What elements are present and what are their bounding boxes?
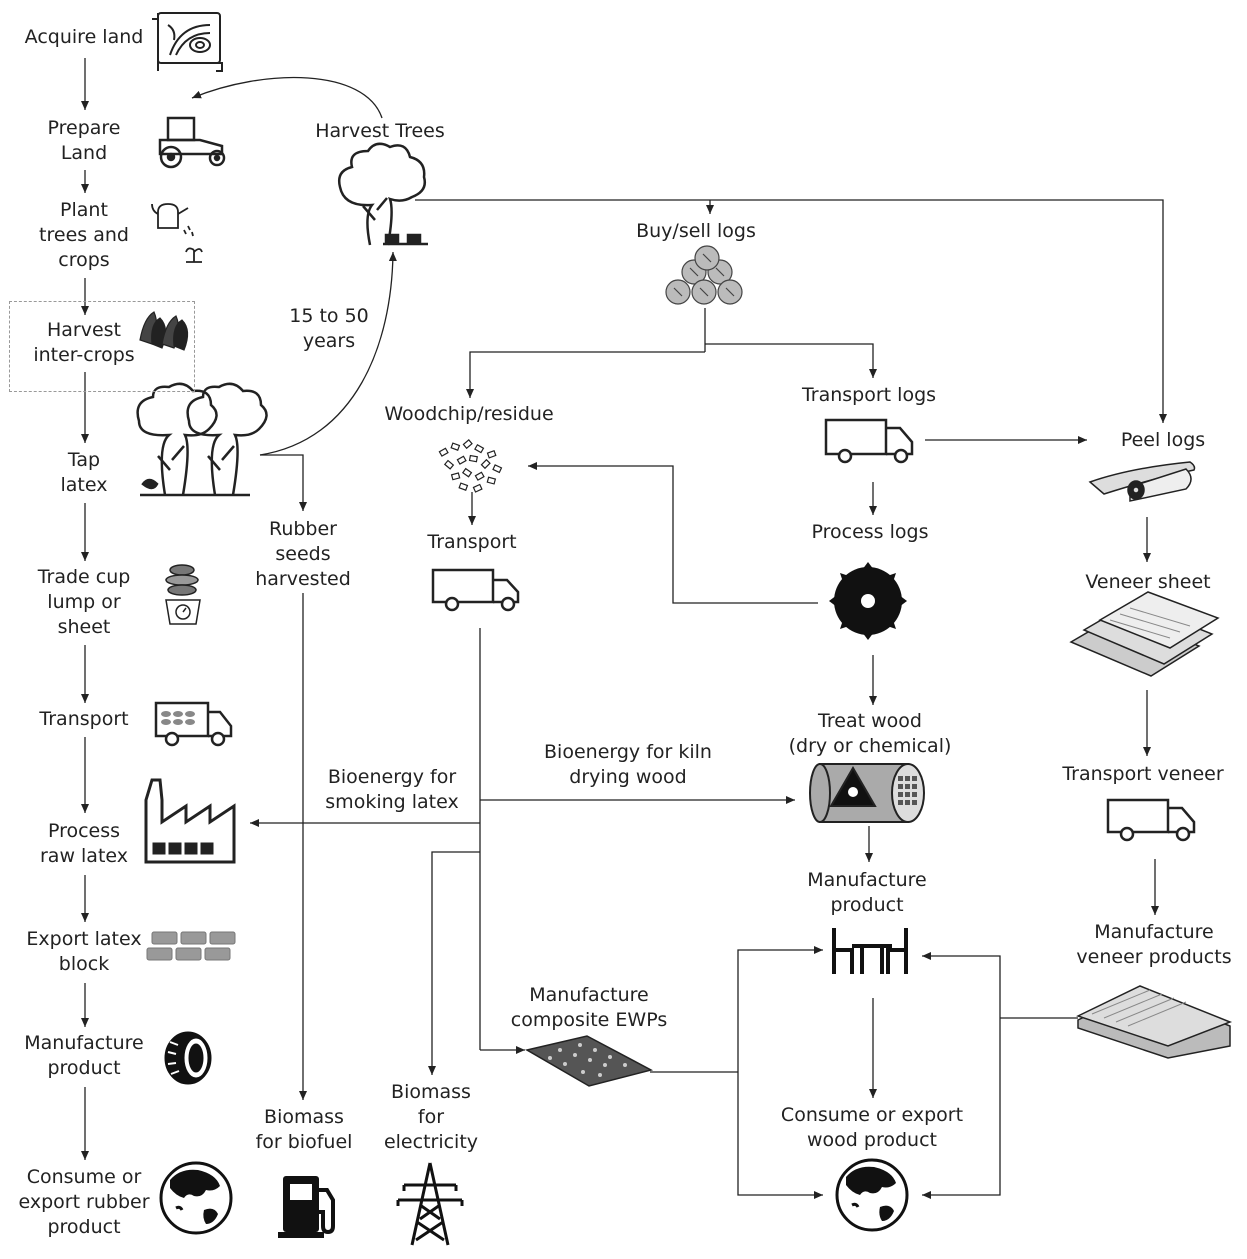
latex-blocks-icon bbox=[146, 931, 236, 961]
treat-wood-label: Treat wood (dry or chemical) bbox=[788, 710, 952, 757]
truck-icon bbox=[1106, 798, 1196, 842]
globe-icon bbox=[835, 1158, 909, 1232]
process-raw-latex-label: Process raw latex bbox=[39, 820, 129, 867]
fuel-pump-icon bbox=[278, 1176, 335, 1238]
tractor-icon bbox=[158, 116, 226, 169]
consume-export-wood-label: Consume or export wood product bbox=[780, 1104, 964, 1151]
harvest-intercrops-box bbox=[9, 301, 195, 392]
peeled-log-icon bbox=[1088, 461, 1196, 502]
years-label: 15 to 50 years bbox=[289, 305, 369, 352]
corn-icon bbox=[139, 311, 189, 351]
pylon-icon bbox=[396, 1162, 464, 1246]
woodchip-residue-label: Woodchip/residue bbox=[384, 403, 554, 425]
woodchip-icon bbox=[438, 439, 503, 493]
watering-can-icon bbox=[151, 203, 203, 263]
biomass-biofuel-label: Biomass for biofuel bbox=[255, 1106, 353, 1153]
saw-blade-icon bbox=[829, 562, 907, 640]
rubber-trees-icon bbox=[136, 382, 268, 497]
peel-logs-label: Peel logs bbox=[1120, 429, 1206, 451]
export-latex-block-label: Export latex block bbox=[26, 928, 142, 975]
truck-icon bbox=[431, 568, 520, 612]
latex-truck-icon bbox=[154, 701, 233, 747]
globe-icon bbox=[159, 1161, 233, 1235]
weighing-scale-icon bbox=[165, 564, 201, 625]
connectors bbox=[81, 58, 1167, 1199]
transport-veneer-label: Transport veneer bbox=[1062, 763, 1224, 785]
transport-logs-label: Transport logs bbox=[801, 384, 937, 406]
manufacture-product-wood-label: Manufacture product bbox=[807, 869, 927, 916]
tap-latex-label: Tap latex bbox=[60, 449, 108, 496]
manufacture-composite-label: Manufacture composite EWPs bbox=[510, 984, 668, 1031]
plant-trees-label: Plant trees and crops bbox=[39, 199, 129, 271]
transport-chips-label: Transport bbox=[427, 531, 517, 553]
bioenergy-kiln-label: Bioenergy for kiln drying wood bbox=[544, 741, 712, 788]
bioenergy-smoking-label: Bioenergy for smoking latex bbox=[325, 766, 459, 813]
acquire-land-label: Acquire land bbox=[24, 26, 144, 48]
factory-icon bbox=[144, 778, 236, 864]
tree-stumps-icon bbox=[338, 142, 428, 246]
manufacture-veneer-label: Manufacture veneer products bbox=[1076, 921, 1232, 968]
biomass-electricity-label: Biomass for electricity bbox=[383, 1081, 479, 1153]
harvest-trees-label: Harvest Trees bbox=[315, 120, 445, 142]
prepare-land-label: Prepare Land bbox=[47, 117, 121, 164]
composite-board-icon bbox=[524, 1035, 654, 1087]
consume-export-rubber-label: Consume or export rubber product bbox=[18, 1166, 150, 1238]
land-map-icon bbox=[152, 12, 223, 72]
trade-cup-lump-label: Trade cup lump or sheet bbox=[37, 566, 131, 638]
furniture-icon bbox=[832, 928, 908, 974]
buy-sell-logs-label: Buy/sell logs bbox=[636, 220, 756, 242]
transport-latex-label: Transport bbox=[39, 708, 129, 730]
treatment-cylinder-icon bbox=[809, 763, 925, 823]
tyre-icon bbox=[164, 1031, 212, 1085]
veneer-products-icon bbox=[1076, 985, 1233, 1059]
harvest-intercrops-label: Harvest inter-crops bbox=[33, 319, 135, 366]
rubber-seeds-label: Rubber seeds harvested bbox=[255, 518, 351, 590]
manufacture-product-rubber-label: Manufacture product bbox=[24, 1032, 144, 1079]
log-pile-icon bbox=[665, 245, 743, 305]
truck-icon bbox=[824, 418, 914, 464]
veneer-sheets-icon bbox=[1069, 591, 1220, 677]
process-logs-label: Process logs bbox=[811, 521, 929, 543]
veneer-sheet-label: Veneer sheet bbox=[1085, 571, 1211, 593]
